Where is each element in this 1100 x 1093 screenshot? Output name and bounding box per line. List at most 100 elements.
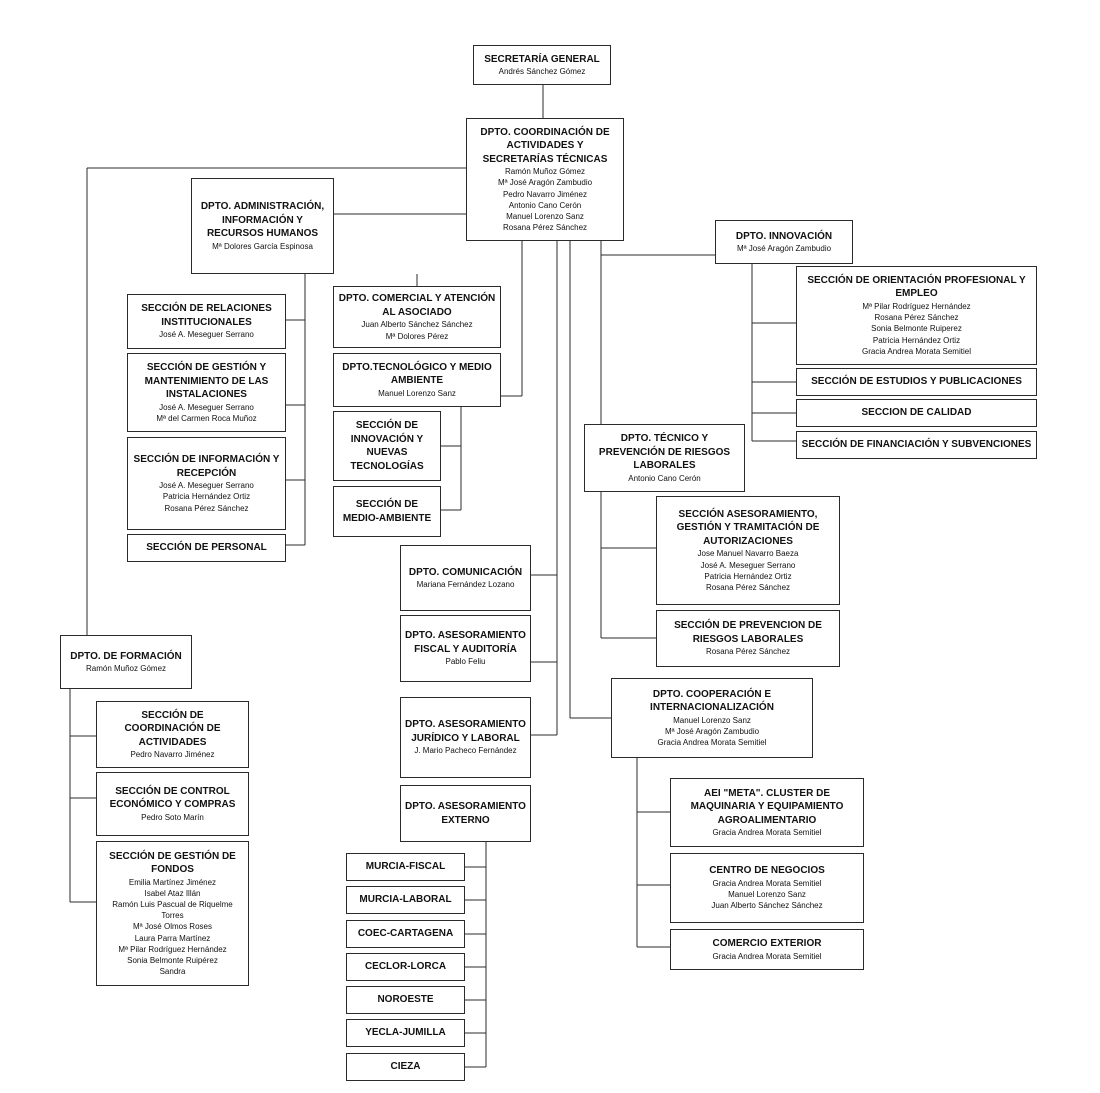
box-seccion-relaciones: SECCIÓN DE RELACIONES INSTITUCIONALES Jos… xyxy=(127,294,286,349)
box-title: CECLOR-LORCA xyxy=(364,961,447,973)
box-person: Ramón Muñoz Gómez xyxy=(85,664,167,674)
box-person: Mª Dolores Pérez xyxy=(385,331,449,341)
box-person: Patricia Hernández Ortiz xyxy=(872,335,961,345)
box-person: Pablo Feliu xyxy=(445,657,486,667)
box-person: Ramón Muñoz Gómez xyxy=(504,167,586,177)
box-externo-coec: COEC-CARTAGENA xyxy=(346,920,465,948)
box-person: Gracia Andrea Morata Semitiel xyxy=(712,828,822,838)
box-person: Pedro Soto Marín xyxy=(141,812,204,822)
box-title: SECCIÓN DE ESTUDIOS Y PUBLICACIONES xyxy=(811,376,1022,388)
box-title: SECCIÓN DE FINANCIACIÓN Y SUBVENCIONES xyxy=(801,439,1032,451)
box-externo-yecla: YECLA-JUMILLA xyxy=(346,1019,465,1047)
box-externo-murcia-fiscal: MURCIA-FISCAL xyxy=(346,853,465,881)
box-title: SECCIÓN DE GESTIÓN DE FONDOS xyxy=(109,850,236,876)
box-dpto-innovacion: DPTO. INNOVACIÓN Mª José Aragón Zambudio xyxy=(715,220,853,264)
box-person: José A. Meseguer Serrano xyxy=(159,330,254,340)
box-person: Rosana Pérez Sánchez xyxy=(705,582,791,592)
box-title: AEI "META". CLUSTER DE MAQUINARIA Y EQUI… xyxy=(690,787,844,826)
box-title: DPTO. COORDINACIÓN DE ACTIVIDADES Y SECR… xyxy=(480,126,610,165)
box-person: Andrés Sánchez Gómez xyxy=(498,67,586,77)
box-person: Rosana Pérez Sánchez xyxy=(164,503,249,513)
box-person: Jose Manuel Navarro Baeza xyxy=(697,549,799,559)
box-person: Sandra xyxy=(159,967,186,977)
box-person: Patricia Hernández Ortiz xyxy=(704,571,792,581)
box-person: Gracia Andrea Morata Semitiel xyxy=(712,878,822,888)
box-seccion-calidad: SECCION DE CALIDAD xyxy=(796,399,1037,427)
box-person: Rosana Pérez Sánchez xyxy=(874,313,959,323)
box-externo-murcia-laboral: MURCIA-LABORAL xyxy=(346,886,465,914)
box-title: DPTO. INNOVACIÓN xyxy=(735,230,833,242)
box-seccion-gestion-mantenimiento: SECCIÓN DE GESTIÓN Y MANTENIMIENTO DE LA… xyxy=(127,353,286,432)
box-person: Sonia Belmonte Ruiperez xyxy=(871,324,962,334)
box-title: COMERCIO EXTERIOR xyxy=(712,938,822,950)
box-person: Gracia Andrea Morata Semitiel xyxy=(657,738,767,748)
box-dpto-tecnico-prl: DPTO. TÉCNICO Y PREVENCIÓN DE RIESGOS LA… xyxy=(584,424,745,492)
box-title: CENTRO DE NEGOCIOS xyxy=(709,865,825,877)
box-dpto-externo: DPTO. ASESORAMIENTO EXTERNO xyxy=(400,785,531,842)
box-dpto-comunicacion: DPTO. COMUNICACIÓN Mariana Fernández Loza… xyxy=(400,545,531,611)
box-person: Mariana Fernández Lozano xyxy=(416,580,515,590)
box-person: Mª José Aragón Zambudio xyxy=(664,726,760,736)
box-person: Ramón Luis Pascual de Riquelme Torres xyxy=(112,899,233,921)
box-title: DPTO.TECNOLÓGICO Y MEDIO AMBIENTE xyxy=(342,361,492,387)
box-person: Mª José Aragón Zambudio xyxy=(736,244,832,254)
box-title: CIEZA xyxy=(390,1061,421,1073)
box-person: Pedro Navarro Jiménez xyxy=(130,750,215,760)
box-title: MURCIA-FISCAL xyxy=(365,861,446,873)
box-person: Manuel Lorenzo Sanz xyxy=(673,715,751,725)
box-title: SECCIÓN DE CONTROL ECONÓMICO Y COMPRAS xyxy=(109,785,236,811)
box-title: DPTO. ASESORAMIENTO EXTERNO xyxy=(405,801,526,826)
box-person: José A. Meseguer Serrano xyxy=(159,481,254,491)
box-title: SECCIÓN DE PREVENCION DE RIESGOS LABORAL… xyxy=(674,620,822,645)
box-person: Mª José Olmos Roses xyxy=(133,922,212,932)
box-person: Manuel Lorenzo Sanz xyxy=(506,211,584,221)
box-dpto-cooperacion: DPTO. COOPERACIÓN E INTERNACIONALIZACIÓN… xyxy=(611,678,813,758)
box-person: Pedro Navarro Jiménez xyxy=(502,189,588,199)
box-title: DPTO. COOPERACIÓN E INTERNACIONALIZACIÓN xyxy=(650,688,774,714)
box-title: COEC-CARTAGENA xyxy=(357,928,454,940)
box-title: MURCIA-LABORAL xyxy=(359,894,452,906)
box-person: Antonio Cano Cerón xyxy=(628,473,701,483)
box-person: Laura Parra Martínez xyxy=(134,933,211,943)
box-title: DPTO. COMUNICACIÓN xyxy=(408,566,523,578)
box-person: Mª Pilar Rodríguez Hernández xyxy=(118,944,227,954)
box-title: SECCIÓN DE ORIENTACIÓN PROFESIONAL Y EMP… xyxy=(807,274,1026,300)
box-aei-meta: AEI "META". CLUSTER DE MAQUINARIA Y EQUI… xyxy=(670,778,864,847)
box-title: DPTO. ADMINISTRACIÓN, INFORMACIÓN Y RECU… xyxy=(200,201,325,240)
box-person: Rosana Pérez Sánchez xyxy=(705,647,791,657)
box-seccion-estudios: SECCIÓN DE ESTUDIOS Y PUBLICACIONES xyxy=(796,368,1037,396)
box-person: Mª Pilar Rodríguez Hernández xyxy=(862,301,971,311)
box-person: José A. Meseguer Serrano xyxy=(159,402,254,412)
box-seccion-financiacion: SECCIÓN DE FINANCIACIÓN Y SUBVENCIONES xyxy=(796,431,1037,459)
box-title: NOROESTE xyxy=(377,994,434,1006)
box-title: SECCIÓN DE MEDIO-AMBIENTE xyxy=(342,499,432,524)
box-title: YECLA-JUMILLA xyxy=(365,1027,446,1039)
box-person: Mª Dolores García Espinosa xyxy=(212,241,313,251)
box-person: José A. Meseguer Serrano xyxy=(700,560,796,570)
box-seccion-prevencion: SECCIÓN DE PREVENCION DE RIESGOS LABORAL… xyxy=(656,610,840,667)
box-externo-noroeste: NOROESTE xyxy=(346,986,465,1014)
box-person: Isabel Ataz Illán xyxy=(144,888,201,898)
box-person: Rosana Pérez Sánchez xyxy=(502,223,588,233)
box-title: SECCIÓN DE PERSONAL xyxy=(146,542,267,554)
box-person: Juan Alberto Sánchez Sánchez xyxy=(361,320,473,330)
box-externo-ceclor: CECLOR-LORCA xyxy=(346,953,465,981)
box-person: Manuel Lorenzo Sanz xyxy=(378,388,456,398)
box-dpto-administracion: DPTO. ADMINISTRACIÓN, INFORMACIÓN Y RECU… xyxy=(191,178,334,274)
box-person: Gracia Andrea Morata Semitiel xyxy=(712,951,822,961)
box-title: SECCIÓN DE RELACIONES INSTITUCIONALES xyxy=(141,303,272,328)
box-seccion-orientacion: SECCIÓN DE ORIENTACIÓN PROFESIONAL Y EMP… xyxy=(796,266,1037,365)
box-title: DPTO. ASESORAMIENTO JURÍDICO Y LABORAL xyxy=(405,719,526,744)
box-title: SECCION DE CALIDAD xyxy=(861,407,972,419)
